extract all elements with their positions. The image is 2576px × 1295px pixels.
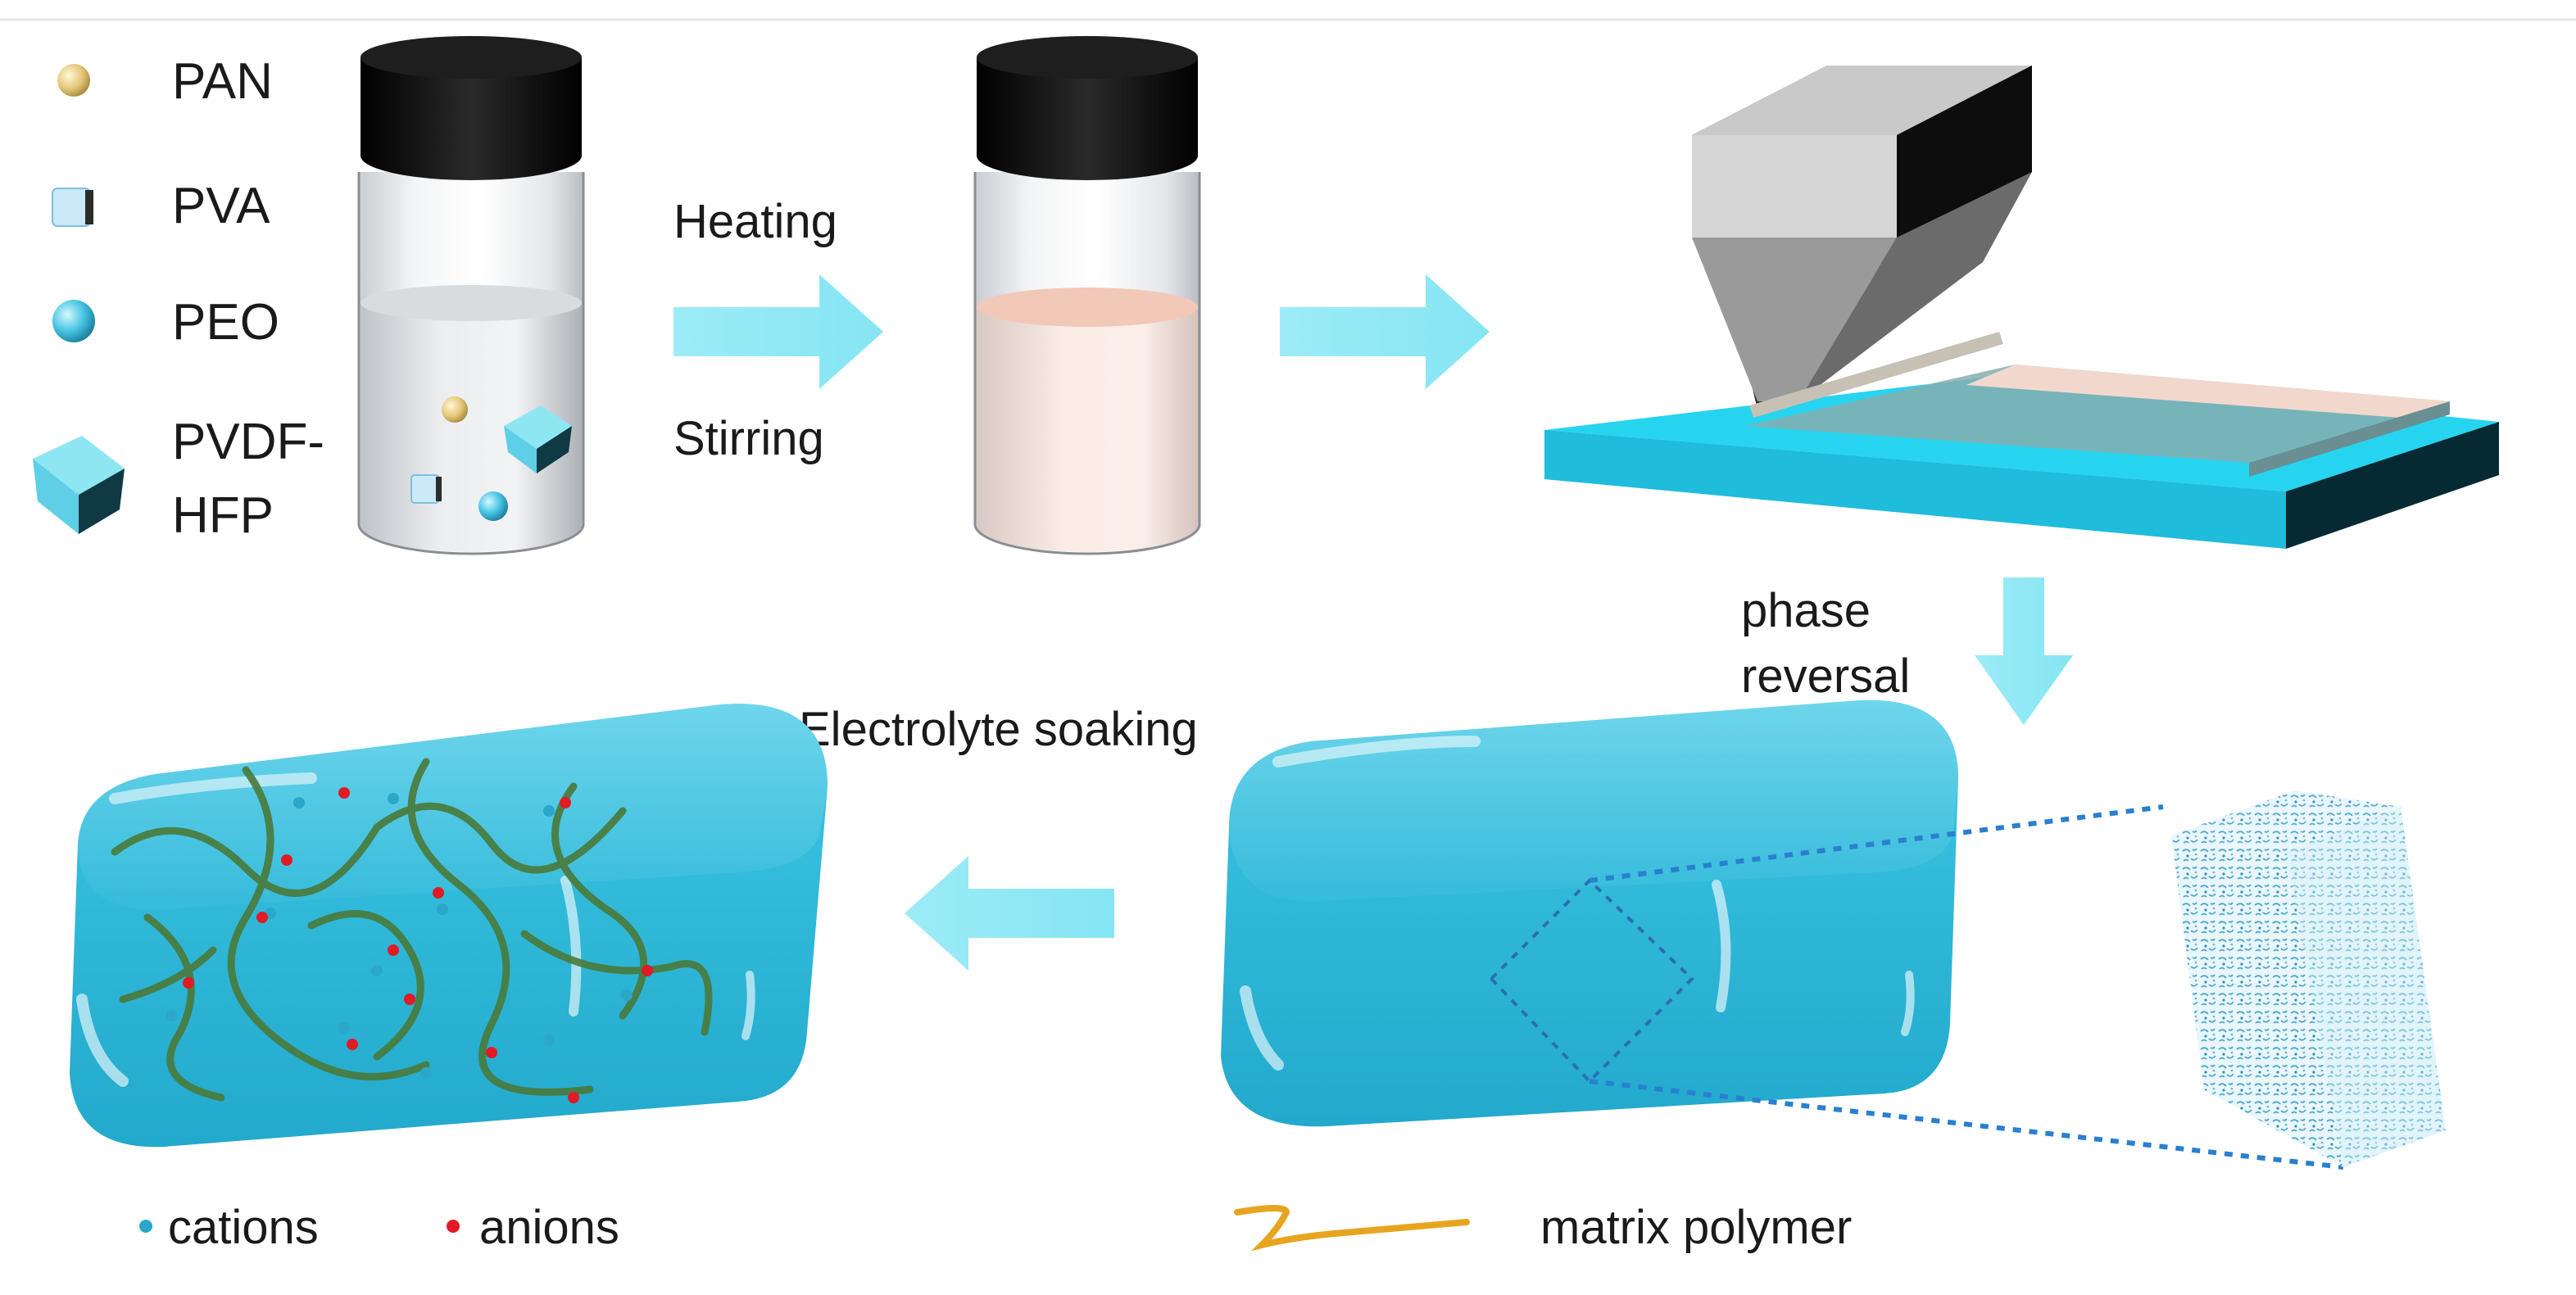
soaking-label: Electrolyte soaking — [799, 703, 1198, 756]
phase-label: phase — [1741, 584, 1871, 637]
legend-peo-label: PEO — [172, 294, 279, 351]
legend-pan-label: PAN — [172, 53, 273, 110]
heating-stirring-step: Heating Stirring — [673, 195, 883, 465]
heating-label: Heating — [673, 195, 837, 248]
material-legend: PAN PVA PEO PVDF- HFP — [33, 53, 324, 544]
matrix-legend: matrix polymer — [1234, 1201, 1852, 1254]
heating-arrow-icon — [673, 274, 883, 389]
porous-structure-cube — [2171, 790, 2446, 1167]
polymer-chains — [111, 758, 713, 1102]
soaking-arrow-icon — [905, 856, 1114, 971]
phase-arrow-icon — [1975, 577, 2073, 725]
peo-particle — [478, 491, 508, 521]
pan-particle — [442, 396, 468, 423]
ion-legend: cations anions — [139, 1201, 619, 1254]
anions-label: anions — [479, 1201, 619, 1254]
matrix-polymer-icon — [1234, 1205, 1470, 1252]
pva-cube-icon — [52, 188, 93, 227]
pvdf-hfp-particle — [504, 405, 572, 473]
phase-reversal-step: phase reversal — [1741, 577, 2073, 725]
legend-pvdf-label: PVDF- — [172, 414, 324, 470]
pan-sphere-icon — [57, 64, 90, 97]
anion-icon — [447, 1220, 460, 1233]
pvdf-hfp-cube-icon — [33, 436, 125, 534]
casting-arrow-icon — [1280, 274, 1490, 389]
peo-sphere-icon — [52, 300, 95, 342]
vial-homogeneous-solution — [973, 36, 1201, 555]
stirring-label: Stirring — [673, 412, 824, 465]
legend-hfp-label: HFP — [172, 487, 274, 544]
anion-particles — [183, 787, 653, 1103]
matrix-polymer-label: matrix polymer — [1540, 1201, 1852, 1254]
reversal-label: reversal — [1741, 650, 1910, 703]
doctor-blade-casting — [1544, 66, 2499, 549]
porous-membrane-block — [1221, 700, 2344, 1170]
pva-particle — [410, 474, 442, 504]
vial-polymer-mixture — [357, 36, 585, 555]
cations-label: cations — [168, 1201, 319, 1254]
legend-pva-label: PVA — [172, 178, 270, 234]
cation-icon — [139, 1220, 152, 1233]
gel-polymer-electrolyte-block — [70, 704, 828, 1148]
electrolyte-soaking-step: Electrolyte soaking — [799, 703, 1198, 971]
